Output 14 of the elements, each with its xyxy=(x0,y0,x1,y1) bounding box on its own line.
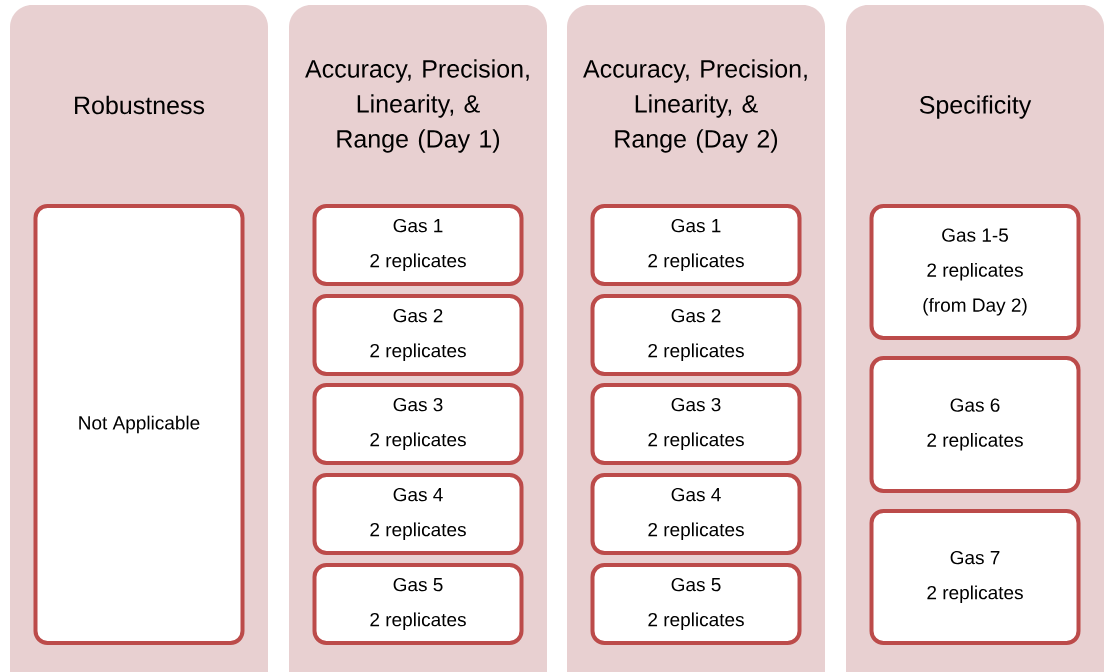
item-box: Gas 1-5 2 replicates (from Day 2) xyxy=(869,204,1081,340)
item-box: Gas 7 2 replicates xyxy=(869,509,1081,645)
item-box: Gas 5 2 replicates xyxy=(312,563,524,645)
item-box: Gas 6 2 replicates xyxy=(869,356,1081,493)
item-box: Not Applicable xyxy=(33,204,245,645)
item-box: Gas 2 2 replicates xyxy=(312,294,524,376)
item-box: Gas 3 2 replicates xyxy=(590,383,802,465)
item-box: Gas 4 2 replicates xyxy=(312,473,524,555)
item-box: Gas 2 2 replicates xyxy=(590,294,802,376)
item-box: Gas 3 2 replicates xyxy=(312,383,524,465)
item-box: Gas 1 2 replicates xyxy=(590,204,802,286)
item-box: Gas 4 2 replicates xyxy=(590,473,802,555)
item-box: Gas 1 2 replicates xyxy=(312,204,524,286)
item-box: Gas 5 2 replicates xyxy=(590,563,802,645)
